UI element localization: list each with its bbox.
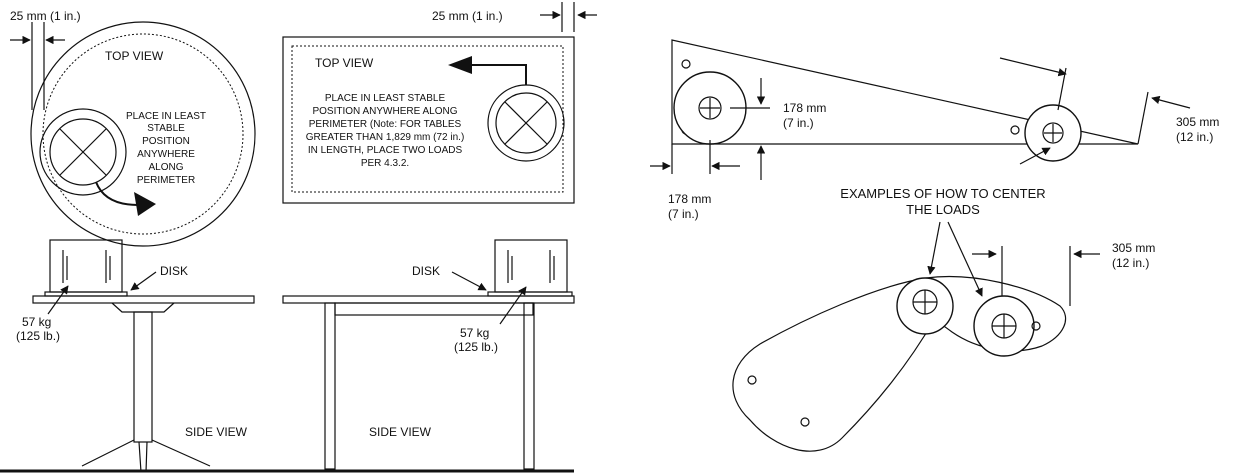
dim-305-top-ext-2	[1137, 91, 1149, 145]
rect-instr-line-1: PLACE IN LEAST STABLE	[325, 93, 446, 104]
round-pedestal-collar	[111, 302, 175, 313]
rect-instr-line-3: PERIMETER (Note: FOR TABLES	[309, 119, 462, 130]
dim-178-left-in: (7 in.)	[668, 207, 699, 221]
rect-table-top-view: 25 mm (1 in.) TOP VIEW PLACE IN LEAST ST…	[282, 2, 597, 204]
rect-direction-arrow	[470, 64, 527, 85]
round-load-cross-2	[59, 128, 107, 176]
round-instr-line-3: POSITION	[142, 136, 190, 147]
rect-load-cross-2	[504, 101, 548, 145]
triangular-tabletop	[671, 39, 1139, 145]
round-pedestal-feet	[81, 439, 211, 473]
triangle-hole-3	[1010, 125, 1020, 135]
round-tabletop-outline	[30, 21, 256, 247]
triangle-hole-1	[681, 59, 691, 69]
round-instr-line-6: PERIMETER	[137, 175, 195, 186]
rect-direction-arrowhead	[448, 56, 472, 74]
load-centering-examples: 178 mm (7 in.) 178 mm (7 in.) 305 mm (12…	[650, 39, 1219, 452]
dim-305-top-arrow-left	[999, 57, 1067, 77]
rect-load-lb: (125 lb.)	[454, 340, 498, 354]
rect-side-view-title: SIDE VIEW	[369, 425, 432, 439]
round-load-lb: (125 lb.)	[16, 329, 60, 343]
round-instr-line-1: PLACE IN LEAST	[126, 111, 206, 122]
rect-side-leg-left	[324, 302, 336, 470]
caption-leader-left	[927, 221, 941, 275]
round-top-dim-label: 25 mm (1 in.)	[10, 9, 81, 23]
boomerang-hole-3	[1031, 321, 1041, 331]
round-side-view-title: SIDE VIEW	[185, 425, 248, 439]
round-side-tabletop	[32, 295, 255, 304]
round-disk-label: DISK	[160, 264, 188, 278]
boomerang-hole-2	[800, 417, 810, 427]
rect-load-leader	[499, 286, 527, 325]
round-placement-instruction: PLACE IN LEAST STABLE POSITION ANYWHERE …	[126, 111, 206, 186]
dim-305-top-mm: 305 mm	[1176, 115, 1219, 129]
round-load-disk-inner	[49, 118, 117, 186]
round-table-top-view: 25 mm (1 in.) TOP VIEW PLACE IN LEAST ST…	[10, 9, 256, 247]
rect-instr-line-5: IN LENGTH, PLACE TWO LOADS	[308, 145, 463, 156]
round-load-disk-outer	[39, 108, 127, 196]
caption-line-1: EXAMPLES OF HOW TO CENTER	[840, 186, 1045, 201]
rect-placement-instruction: PLACE IN LEAST STABLE POSITION ANYWHERE …	[306, 93, 465, 169]
rect-disk-leader	[451, 271, 487, 291]
rect-instr-line-4: GREATER THAN 1,829 mm (72 in.)	[306, 132, 465, 143]
caption-leader-right	[947, 221, 983, 297]
load-center-mark-2	[1042, 122, 1064, 144]
rect-disk-label: DISK	[412, 264, 440, 278]
rect-instr-line-6: PER 4.3.2.	[361, 158, 409, 169]
load-center-mark-1	[698, 96, 722, 120]
boomerang-tabletop	[732, 276, 1066, 452]
dim-305-bottom-in: (12 in.)	[1112, 256, 1149, 270]
round-top-view-title: TOP VIEW	[105, 49, 164, 63]
round-load-leader	[47, 285, 69, 315]
rect-side-disk	[487, 291, 573, 297]
round-direction-arrowhead	[134, 192, 156, 216]
boomerang-hole-1	[747, 375, 757, 385]
round-instr-line-5: ALONG	[148, 162, 183, 173]
dim-178-left-mm: 178 mm	[668, 192, 711, 206]
dim-305-top-in: (12 in.)	[1176, 130, 1213, 144]
round-load-kg: 57 kg	[22, 315, 51, 329]
round-instr-line-2: STABLE	[147, 123, 185, 134]
round-side-load-block	[49, 239, 123, 293]
round-table-side-view: DISK 57 kg (125 lb.) SIDE VIEW	[16, 239, 255, 473]
rect-perimeter-boundary	[291, 45, 564, 193]
dim-178-right-mm: 178 mm	[783, 101, 826, 115]
dim-305-bottom-mm: 305 mm	[1112, 241, 1155, 255]
caption-leader-top	[1019, 147, 1051, 165]
rect-side-apron	[334, 302, 534, 316]
rect-load-disk-inner	[495, 92, 557, 154]
rect-side-tabletop	[282, 295, 575, 304]
rect-top-view-title: TOP VIEW	[315, 56, 374, 70]
round-instr-line-4: ANYWHERE	[137, 149, 195, 160]
round-direction-arrow	[95, 181, 139, 206]
round-side-disk	[44, 291, 128, 297]
rect-side-leg-right	[523, 302, 535, 470]
round-perimeter-boundary	[42, 33, 244, 235]
rect-tabletop-outline	[282, 36, 575, 204]
rect-instr-line-2: POSITION ANYWHERE ALONG	[312, 106, 457, 117]
dim-305-top-ext-1	[1057, 67, 1067, 111]
round-pedestal-column	[133, 311, 153, 443]
caption-line-2: THE LOADS	[906, 202, 980, 217]
rect-table-side-view: DISK 57 kg (125 lb.) SIDE VIEW	[282, 239, 575, 470]
rect-top-dim-label: 25 mm (1 in.)	[432, 9, 503, 23]
rect-side-load-block	[494, 239, 568, 293]
dim-178-right-in: (7 in.)	[783, 116, 814, 130]
rect-load-kg: 57 kg	[460, 326, 489, 340]
round-disk-leader	[130, 271, 157, 291]
dim-305-top-arrow-right	[1151, 95, 1191, 109]
